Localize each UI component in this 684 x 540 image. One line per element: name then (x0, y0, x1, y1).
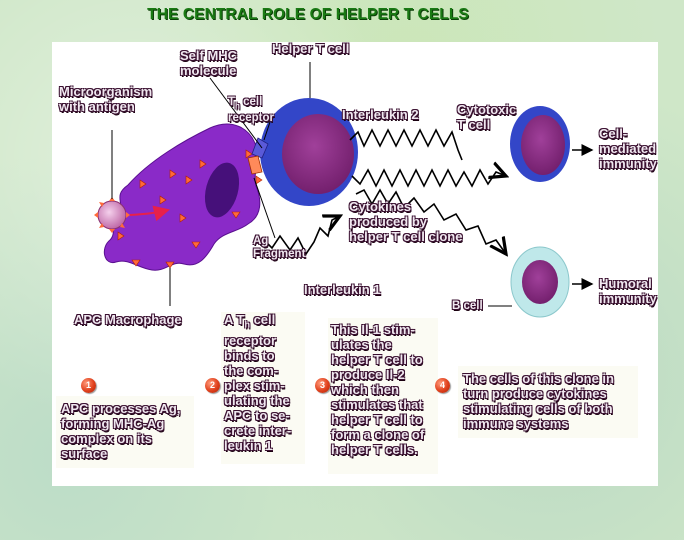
cytokine-signal-cytotoxic (351, 170, 506, 188)
macrophage-nucleus (204, 162, 240, 218)
label-self-mhc: Self MHC molecule (180, 48, 238, 78)
cytotoxic-t-cell-nucleus (521, 115, 565, 175)
label-th-receptor: Th cell receptor (228, 96, 275, 125)
label-apc-macrophage: APC Macrophage (74, 312, 182, 327)
label-interleukin-1: Interleukin 1 (304, 282, 381, 297)
th-receptor-shape (251, 137, 269, 159)
mhc-molecule-shape (247, 155, 263, 175)
step-3-box (328, 318, 438, 474)
label-cell-mediated: Cell- mediated immunity (599, 126, 657, 171)
interleukin-2-signal (349, 128, 463, 161)
label-interleukin-2: Interleukin 2 (342, 107, 419, 122)
b-cell-nucleus (522, 260, 558, 304)
antigen-markers (117, 149, 263, 269)
step-4-number: 4 (435, 378, 450, 393)
label-ag-fragment: Ag Fragment (253, 235, 306, 260)
label-cytokines: Cytokines produced by helper T cell clon… (349, 199, 463, 244)
step-2-text: A Th cell receptor binds to the com- ple… (224, 312, 292, 453)
phagocytosis-arrow (129, 205, 170, 222)
label-microorganism: Microorganism with antigen (59, 84, 153, 114)
step-3-number: 3 (315, 378, 330, 393)
step-1-number: 1 (81, 378, 96, 393)
step-4-box (458, 366, 638, 438)
apc-macrophage-shape (103, 123, 261, 271)
label-cytotoxic: Cytotoxic T cell (457, 102, 517, 132)
label-b-cell: B cell (452, 300, 483, 312)
cytokine-signal-b-cell (355, 188, 506, 254)
helper-t-cell-nucleus (282, 114, 354, 194)
step-4-text: The cells of this clone in turn produce … (463, 371, 614, 431)
step-1-text: APC processes Ag, forming MHC-Ag complex… (61, 401, 181, 461)
pointer-lines (111, 62, 512, 307)
label-helper-t-cell: Helper T cell (272, 41, 350, 56)
step-3-text: This Il-1 stim- ulates the helper T cell… (331, 322, 425, 457)
signal-lines (261, 128, 506, 256)
label-humoral: Humoral immunity (599, 276, 657, 306)
interleukin-1-signal (261, 216, 340, 256)
page-title: THE CENTRAL ROLE OF HELPER T CELLS (147, 6, 469, 23)
step-1-box (56, 396, 194, 468)
step-2-number: 2 (205, 378, 220, 393)
step-2-box (221, 312, 305, 464)
